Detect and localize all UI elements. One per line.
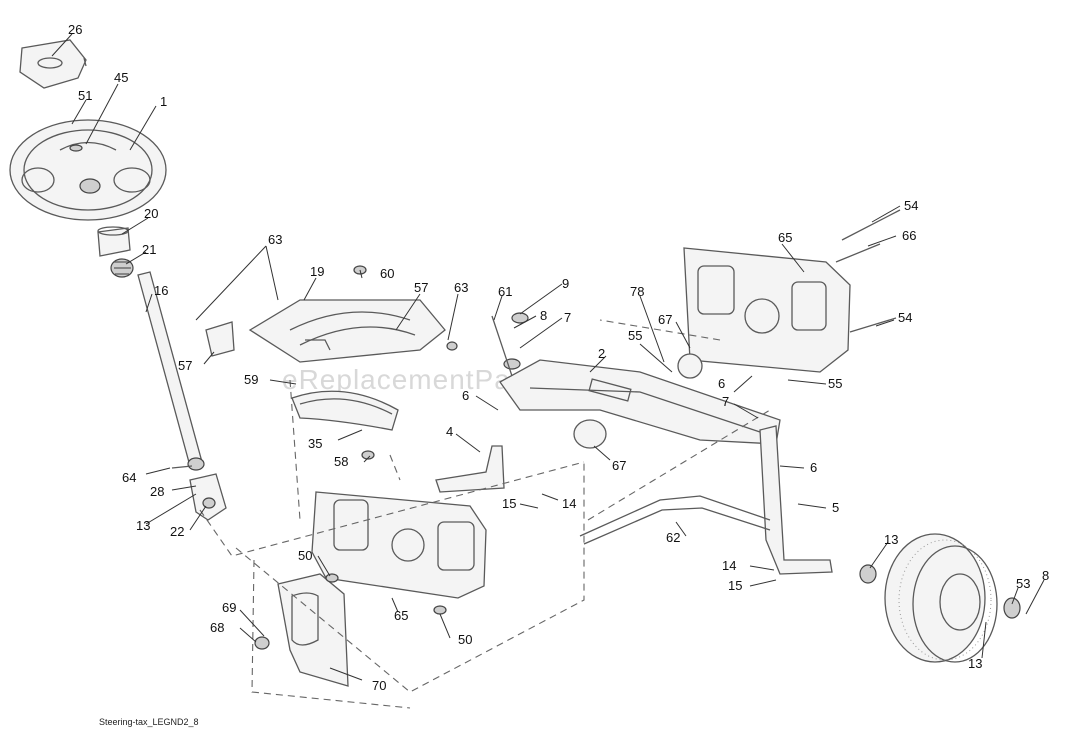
callout-60: 60 <box>380 266 394 281</box>
callout-8a: 8 <box>540 308 547 323</box>
steering-wheel-part <box>9 119 167 221</box>
callout-1: 1 <box>160 94 167 109</box>
callout-35: 35 <box>308 436 322 451</box>
sector-gear-part <box>291 390 399 431</box>
callout-66: 66 <box>902 228 916 243</box>
callout-64: 64 <box>122 470 136 485</box>
front-panel-lower-part <box>311 491 487 599</box>
callout-20: 20 <box>144 206 158 221</box>
front-axle-beam-part <box>499 359 781 445</box>
callout-54a: 54 <box>904 198 918 213</box>
callout-70: 70 <box>372 678 386 693</box>
steering-cap-part <box>19 39 87 89</box>
right-spindle-part <box>759 425 833 575</box>
left-spindle-part <box>435 445 505 493</box>
callout-2: 2 <box>598 346 605 361</box>
callout-6c: 6 <box>810 460 817 475</box>
callout-7a: 7 <box>564 310 571 325</box>
callout-55b: 55 <box>828 376 842 391</box>
callout-68: 68 <box>210 620 224 635</box>
front-bracket-part <box>277 573 349 687</box>
callout-65a: 65 <box>778 230 792 245</box>
callout-16: 16 <box>154 283 168 298</box>
callout-55a: 55 <box>628 328 642 343</box>
callout-13c: 13 <box>968 656 982 671</box>
callout-58: 58 <box>334 454 348 469</box>
callout-14b: 14 <box>722 558 736 573</box>
callout-57a: 57 <box>414 280 428 295</box>
callout-22: 22 <box>170 524 184 539</box>
callout-21: 21 <box>142 242 156 257</box>
callout-63b: 63 <box>454 280 468 295</box>
callout-57b: 57 <box>178 358 192 373</box>
callout-65b: 65 <box>394 608 408 623</box>
callout-51: 51 <box>78 88 92 103</box>
callout-67a: 67 <box>658 312 672 327</box>
washer-part <box>573 419 607 449</box>
callout-63a: 63 <box>268 232 282 247</box>
callout-67b: 67 <box>612 458 626 473</box>
front-wheel-part <box>859 533 1021 663</box>
callout-9: 9 <box>562 276 569 291</box>
diagram-caption: Steering-tax_LEGND2_8 <box>99 717 199 727</box>
front-panel-upper-part <box>683 247 851 373</box>
callout-53: 53 <box>1016 576 1030 591</box>
upper-bracket-plate-part <box>248 299 446 363</box>
callout-28: 28 <box>150 484 164 499</box>
callout-13b: 13 <box>884 532 898 547</box>
callout-26: 26 <box>68 22 82 37</box>
callout-6a: 6 <box>462 388 469 403</box>
lower-bracket-part <box>189 473 227 521</box>
callout-50a: 50 <box>298 548 312 563</box>
callout-69: 69 <box>222 600 236 615</box>
callout-78: 78 <box>630 284 644 299</box>
drag-link-part <box>579 495 771 545</box>
callout-6b: 6 <box>718 376 725 391</box>
callout-8b: 8 <box>1042 568 1049 583</box>
callout-14a: 14 <box>562 496 576 511</box>
callout-59: 59 <box>244 372 258 387</box>
callout-50b: 50 <box>458 632 472 647</box>
callout-45: 45 <box>114 70 128 85</box>
callout-13a: 13 <box>136 518 150 533</box>
bolt-part <box>841 209 901 241</box>
callout-19: 19 <box>310 264 324 279</box>
callout-15b: 15 <box>728 578 742 593</box>
callout-61: 61 <box>498 284 512 299</box>
callout-5: 5 <box>832 500 839 515</box>
callout-7b: 7 <box>722 394 729 409</box>
callout-54b: 54 <box>898 310 912 325</box>
callout-4: 4 <box>446 424 453 439</box>
callout-62: 62 <box>666 530 680 545</box>
callout-15a: 15 <box>502 496 516 511</box>
